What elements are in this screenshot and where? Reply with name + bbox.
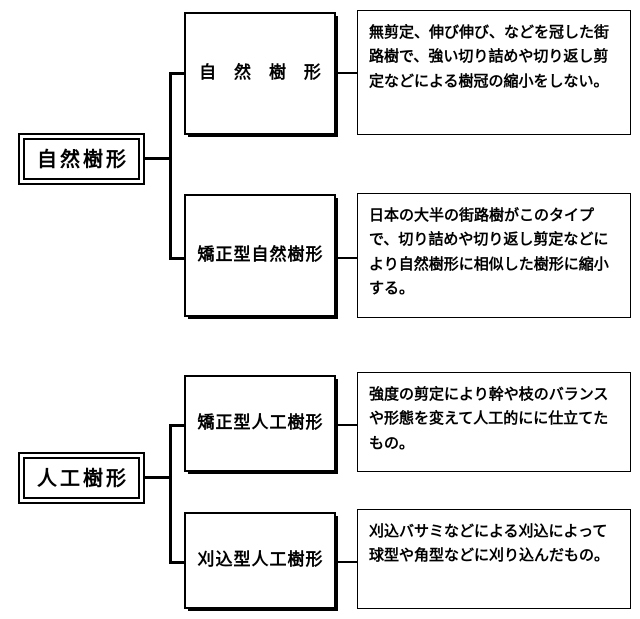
connector-natural-branch-1: [169, 72, 186, 75]
connector-artificial-2-to-desc: [336, 561, 359, 563]
desc-box-artificial-1: 強度の剪定により幹や枝のバランスや形態を変えて人工的にに仕立てたもの。: [357, 372, 631, 472]
connector-artificial-spine: [169, 424, 172, 564]
mid-box-natural-2: 矯正型自然樹形: [184, 194, 336, 317]
root-box-natural-inner: 自然樹形: [23, 138, 140, 180]
mid-label-artificial-2: 刈込型人工樹形: [197, 550, 324, 570]
mid-box-natural-1: 自 然 樹 形: [184, 12, 336, 135]
mid-box-artificial-2: 刈込型人工樹形: [184, 512, 336, 609]
desc-box-natural-1: 無剪定、伸び伸び、などを冠した街路樹で、強い切り詰めや切り返し剪定などによる樹冠…: [357, 10, 631, 135]
root-label-artificial: 人工樹形: [37, 466, 129, 490]
connector-artificial-branch-2: [169, 561, 186, 564]
desc-text-artificial-2: 刈込バサミなどによる刈込によって球型や角型などに刈り込んだもの。: [369, 522, 610, 565]
root-box-artificial-inner: 人工樹形: [23, 457, 140, 499]
connector-natural-root-stub: [145, 157, 172, 160]
root-box-artificial: 人工樹形: [18, 452, 145, 504]
desc-text-natural-1: 無剪定、伸び伸び、などを冠した街路樹で、強い切り詰めや切り返し剪定などによる樹冠…: [369, 23, 610, 90]
connector-natural-branch-2: [169, 257, 186, 260]
mid-label-artificial-1: 矯正型人工樹形: [197, 413, 324, 433]
connector-natural-1-to-desc: [336, 72, 359, 74]
desc-box-artificial-2: 刈込バサミなどによる刈込によって球型や角型などに刈り込んだもの。: [357, 509, 631, 609]
connector-natural-2-to-desc: [336, 257, 359, 259]
mid-label-natural-1: 自 然 樹 形: [199, 63, 327, 83]
mid-box-artificial-1: 矯正型人工樹形: [184, 375, 336, 472]
desc-text-artificial-1: 強度の剪定により幹や枝のバランスや形態を変えて人工的にに仕立てたもの。: [369, 385, 609, 452]
desc-box-natural-2: 日本の大半の街路樹がこのタイプで、切り詰めや切り返し剪定などにより自然樹形に相似…: [357, 193, 631, 318]
mid-label-natural-2: 矯正型自然樹形: [197, 245, 324, 265]
root-label-natural: 自然樹形: [37, 147, 129, 171]
connector-natural-spine: [169, 72, 172, 260]
connector-artificial-1-to-desc: [336, 424, 359, 426]
connector-artificial-root-stub: [145, 476, 172, 479]
desc-text-natural-2: 日本の大半の街路樹がこのタイプで、切り詰めや切り返し剪定などにより自然樹形に相似…: [369, 206, 609, 297]
root-box-natural: 自然樹形: [18, 133, 145, 185]
connector-artificial-branch-1: [169, 424, 186, 427]
